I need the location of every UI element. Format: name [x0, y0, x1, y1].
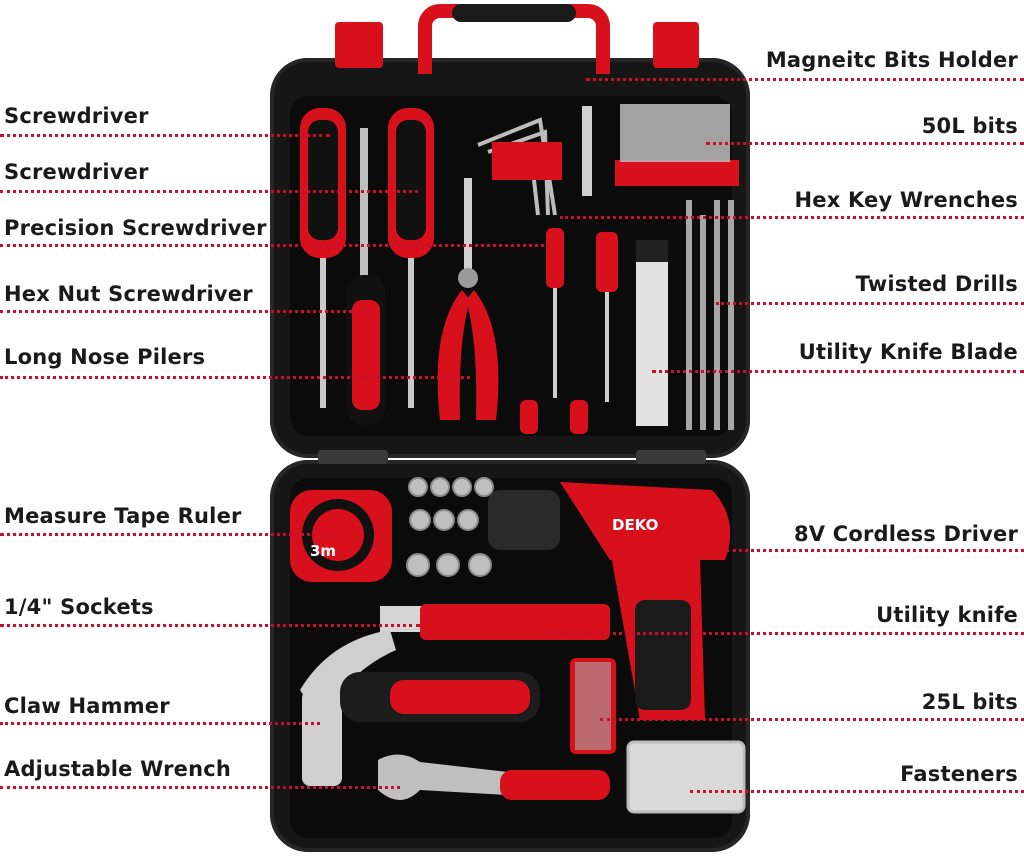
- fasteners-box: [626, 740, 746, 814]
- label-hex-key-wrenches: Hex Key Wrenches: [794, 188, 1018, 212]
- label-screwdriver-1: Screwdriver: [4, 104, 149, 128]
- label-claw-hammer: Claw Hammer: [4, 694, 170, 718]
- label-utility-knife-blade: Utility Knife Blade: [798, 340, 1018, 364]
- case-latch-left: [335, 22, 383, 68]
- screwdriver-2: [388, 108, 434, 408]
- long-nose-pliers: [437, 178, 499, 420]
- leader-sockets: [0, 624, 420, 627]
- leader-hex-key-wrenches: [560, 216, 1024, 219]
- leader-cordless-driver: [726, 549, 1024, 552]
- drill-brand-mark: DEKO: [612, 516, 658, 534]
- bits-block-50l: [615, 104, 739, 186]
- leader-utility-knife-blade: [652, 370, 1024, 373]
- screwdriver-1: [300, 108, 346, 408]
- leader-adjustable-wrench: [0, 786, 400, 789]
- cordless-driver: [488, 482, 731, 720]
- label-fasteners: Fasteners: [900, 762, 1018, 786]
- label-hex-nut-screwdriver: Hex Nut Screwdriver: [4, 282, 253, 306]
- utility-knife: [380, 604, 610, 640]
- claw-hammer: [300, 630, 540, 786]
- precision-screwdriver-long: [360, 128, 368, 278]
- case-latch-right: [653, 22, 699, 68]
- bits-rack-25l: [570, 658, 616, 754]
- leader-hex-nut-screwdriver: [0, 310, 370, 313]
- case-hinge-right: [636, 450, 706, 464]
- label-sockets: 1/4" Sockets: [4, 595, 154, 619]
- case-handle-grip: [452, 4, 576, 22]
- leader-twisted-drills: [716, 302, 1024, 305]
- label-precision-screwdriver: Precision Screwdriver: [4, 216, 267, 240]
- label-twisted-drills: Twisted Drills: [855, 272, 1018, 296]
- magnetic-bits-holder: [582, 106, 592, 196]
- label-50l-bits: 50L bits: [921, 114, 1018, 138]
- leader-claw-hammer: [0, 722, 320, 725]
- label-screwdriver-2: Screwdriver: [4, 160, 149, 184]
- leader-screwdriver-2: [0, 190, 418, 193]
- label-adjustable-wrench: Adjustable Wrench: [4, 757, 232, 781]
- label-cordless-driver: 8V Cordless Driver: [793, 522, 1018, 546]
- label-long-nose-pliers: Long Nose Pilers: [4, 345, 206, 369]
- label-measure-tape-ruler: Measure Tape Ruler: [4, 504, 242, 528]
- measure-tape-ruler: [290, 490, 392, 582]
- leader-precision-screwdriver: [0, 244, 550, 247]
- leader-25l-bits: [600, 718, 1024, 721]
- utility-knife-blade: [636, 240, 668, 426]
- leader-long-nose-pliers: [0, 376, 470, 379]
- precision-screwdrivers: [520, 228, 618, 434]
- leader-measure-tape-ruler: [0, 533, 330, 536]
- hex-nut-screwdriver: [347, 275, 385, 425]
- tape-size-mark: 3m: [310, 542, 336, 560]
- leader-magnetic-bits-holder: [586, 78, 1024, 81]
- label-magnetic-bits-holder: Magneitc Bits Holder: [765, 48, 1018, 72]
- leader-50l-bits: [706, 142, 1024, 145]
- hex-key-holder: [492, 142, 562, 180]
- sockets-quarter-inch: [406, 477, 494, 577]
- label-25l-bits: 25L bits: [921, 690, 1018, 714]
- twisted-drills: [686, 200, 734, 430]
- leader-utility-knife: [540, 632, 1024, 635]
- leader-fasteners: [690, 790, 1024, 793]
- label-utility-knife: Utility knife: [876, 603, 1018, 627]
- leader-screwdriver-1: [0, 134, 330, 137]
- adjustable-wrench: [378, 754, 610, 800]
- case-hinge-left: [318, 450, 388, 464]
